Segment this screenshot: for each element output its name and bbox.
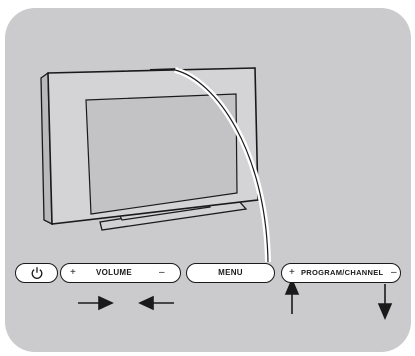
volume-minus[interactable]: – <box>159 267 165 278</box>
program-minus[interactable]: – <box>391 267 397 278</box>
tv-top-controls <box>149 68 181 71</box>
program-plus[interactable]: + <box>289 267 295 278</box>
volume-label: VOLUME <box>96 268 133 277</box>
arrow-right <box>78 295 114 311</box>
power-button[interactable] <box>15 263 58 283</box>
tv-screen <box>85 93 238 215</box>
program-channel-button[interactable]: + PROGRAM/CHANNEL – <box>281 263 401 283</box>
volume-plus[interactable]: + <box>70 267 76 278</box>
volume-button[interactable]: + VOLUME – <box>60 263 181 283</box>
pointer-curve-outline <box>174 69 269 263</box>
arrow-left <box>138 295 174 311</box>
menu-label: MENU <box>218 268 243 277</box>
power-icon <box>31 267 43 279</box>
arrow-down <box>377 284 393 321</box>
program-channel-label: PROGRAM/CHANNEL <box>301 268 384 277</box>
arrow-up <box>284 277 300 314</box>
menu-button[interactable]: MENU <box>186 263 275 283</box>
